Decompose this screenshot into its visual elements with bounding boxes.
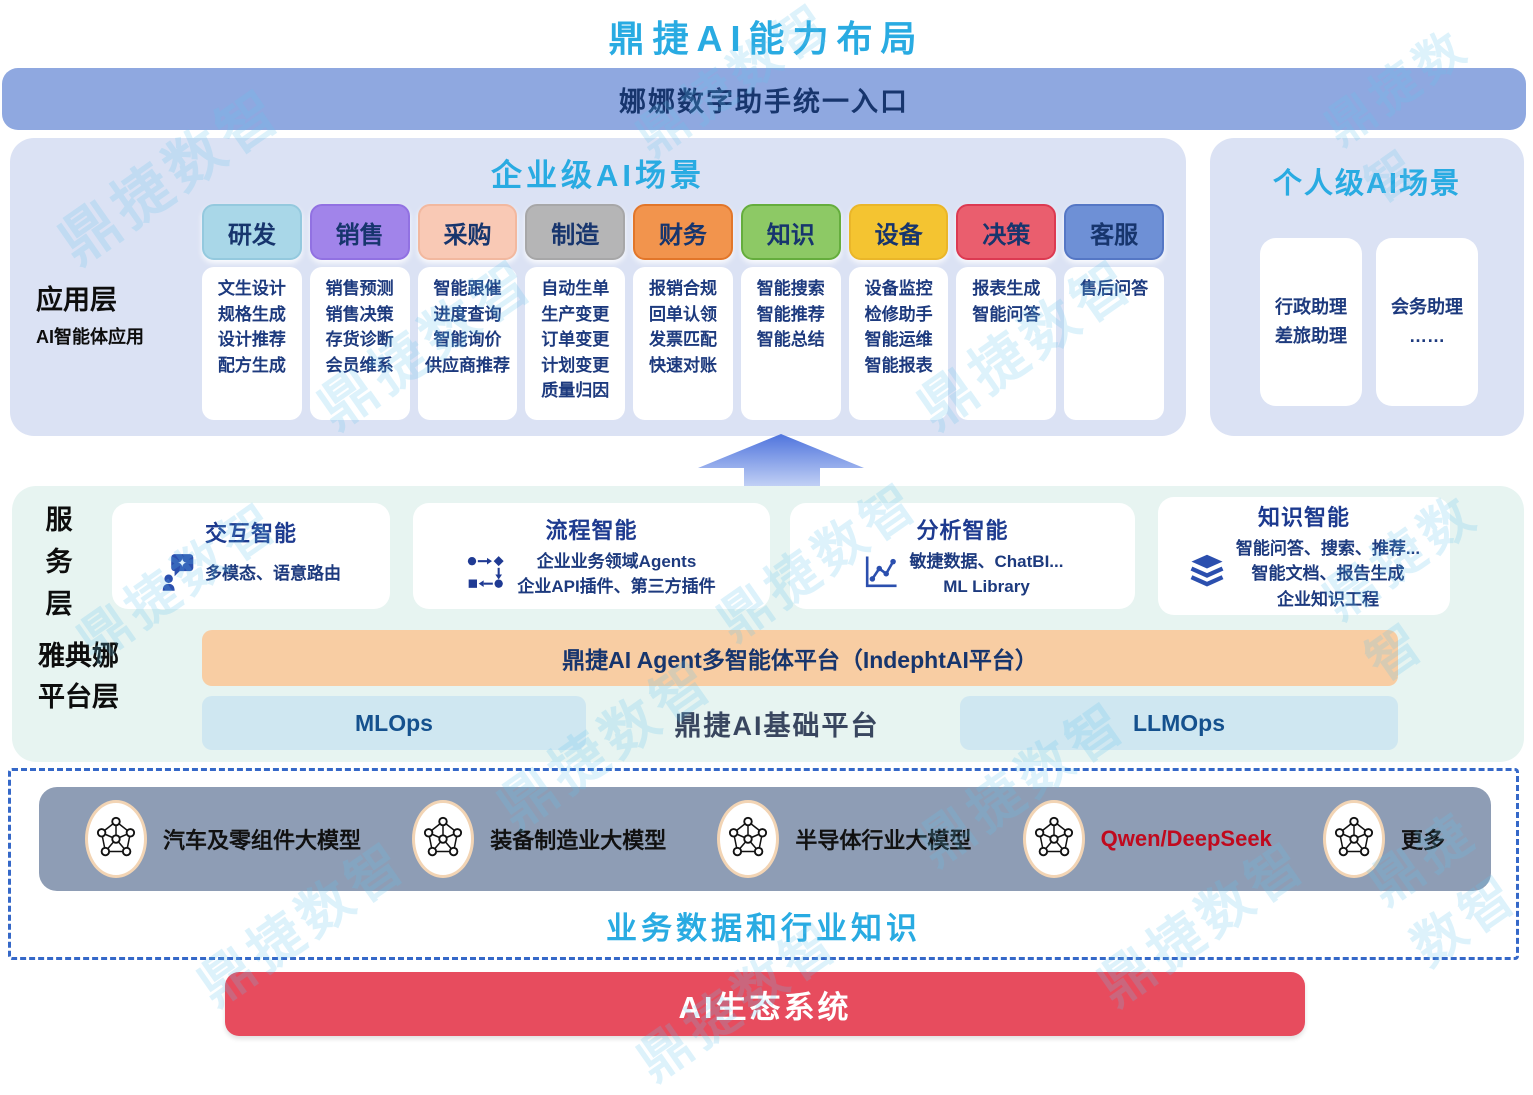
column-header-equipment: 设备 <box>848 204 949 260</box>
column-body-sales: 销售预测 销售决策 存货诊断 会员维系 <box>309 267 410 420</box>
scenario-column-finance: 财务 报销合规 回单认领 发票匹配 快速对账 <box>633 204 733 420</box>
analytics-title: 分析智能 <box>916 517 1009 543</box>
column-header-manufacturing: 制造 <box>525 204 626 260</box>
llmops-label: LLMOps <box>1133 709 1225 736</box>
model-item-equipment: 装备制造业大模型 <box>412 800 666 878</box>
service-card-process: 流程智能 企业业务领域Agents 企业API插件、第三方插件 <box>413 503 770 609</box>
athena-platform-layer-label: 雅典娜 平台层 <box>38 641 119 712</box>
personal-card-admin-travel: 行政助理 差旅助理 <box>1260 238 1362 406</box>
application-layer-label: 应用层 AI智能体应用 <box>36 278 196 349</box>
ai-ecosystem-bar: AI生态系统 <box>225 972 1305 1036</box>
scenario-column-customer-service: 客服 售后问答 <box>1064 204 1165 420</box>
scenario-columns: 研发 文生设计 规格生成 设计推荐 配方生成 销售 销售预测 销售决策 存货诊断… <box>202 204 1165 420</box>
ai-base-platform-label: 鼎捷AI基础平台 <box>674 710 880 741</box>
scenario-column-procurement: 采购 智能跟催 进度查询 智能询价 供应商推荐 <box>417 204 518 420</box>
model-bar: 汽车及零组件大模型 装备制造业大模 <box>39 787 1491 891</box>
scenario-column-sales: 销售 销售预测 销售决策 存货诊断 会员维系 <box>309 204 410 420</box>
scenario-column-manufacturing: 制造 自动生单 生产变更 订单变更 计划变更 质量归因 <box>525 204 626 420</box>
neural-network-icon <box>85 800 147 878</box>
scenario-column-decision: 决策 报表生成 智能问答 <box>956 204 1057 420</box>
application-layer-title: 应用层 <box>36 285 117 315</box>
column-body-decision: 报表生成 智能问答 <box>956 267 1057 420</box>
neural-network-icon <box>412 800 475 878</box>
nana-entry-label: 娜娜数字助手统一入口 <box>619 86 909 117</box>
personal-scenarios-panel: 个人级AI场景 行政助理 差旅助理 会务助理 …… <box>1210 138 1524 436</box>
enterprise-scenarios-panel: 企业级AI场景 应用层 AI智能体应用 研发 文生设计 规格生成 设计推荐 配方… <box>10 138 1186 436</box>
column-header-procurement: 采购 <box>417 204 518 260</box>
column-header-customer-service: 客服 <box>1064 204 1165 260</box>
ai-ecosystem-label: AI生态系统 <box>678 989 852 1025</box>
line-chart-icon <box>862 553 900 596</box>
up-arrow <box>688 434 870 505</box>
process-body: 企业业务领域Agents 企业API插件、第三方插件 <box>517 551 716 597</box>
column-body-manufacturing: 自动生单 生产变更 订单变更 计划变更 质量归因 <box>525 267 626 420</box>
personal-card-meeting: 会务助理 …… <box>1376 238 1478 406</box>
neural-network-icon <box>1022 800 1085 878</box>
column-body-rnd: 文生设计 规格生成 设计推荐 配方生成 <box>202 267 302 420</box>
service-layer-label: 服 务 层 <box>45 505 73 619</box>
interaction-body: 多模态、语意路由 <box>205 564 341 584</box>
mlops-bar: MLOps <box>202 696 586 750</box>
interaction-title: 交互智能 <box>204 520 297 546</box>
column-header-finance: 财务 <box>633 204 733 260</box>
nana-entry-bar: 娜娜数字助手统一入口 <box>2 68 1526 130</box>
personal-scenarios-title: 个人级AI场景 <box>1272 168 1461 200</box>
analytics-body: 敏捷数据、ChatBI... ML Library <box>909 551 1064 597</box>
books-stack-icon <box>1188 553 1226 596</box>
knowledge-body: 智能问答、搜索、推荐... 智能文档、报告生成 企业知识工程 <box>1235 538 1421 609</box>
model-item-qwen-deepseek: Qwen/DeepSeek <box>1022 800 1272 878</box>
chat-person-icon: ✦ <box>161 552 195 597</box>
service-card-knowledge: 知识智能 智能问答、搜索、推荐... 智能文档、报告生成 企业知识工程 <box>1158 497 1450 615</box>
knowledge-title: 知识智能 <box>1257 504 1350 530</box>
model-item-more: 更多 <box>1322 800 1445 878</box>
model-label: Qwen/DeepSeek <box>1100 826 1272 851</box>
page-title: 鼎捷AI能力布局 <box>608 18 925 59</box>
svg-text:✦: ✦ <box>177 555 187 569</box>
column-header-sales: 销售 <box>309 204 410 260</box>
application-layer-subtitle: AI智能体应用 <box>36 327 144 347</box>
service-card-analytics: 分析智能 敏捷数据、ChatBI... ML Library <box>790 503 1135 609</box>
column-body-knowledge: 智能搜索 智能推荐 智能总结 <box>740 267 841 420</box>
neural-network-icon <box>1322 800 1385 878</box>
scenario-column-knowledge: 知识 智能搜索 智能推荐 智能总结 <box>740 204 841 420</box>
column-header-decision: 决策 <box>956 204 1057 260</box>
llmops-bar: LLMOps <box>960 696 1398 750</box>
service-card-interaction: 交互智能 ✦ 多模态、语意路由 <box>112 503 390 609</box>
agent-platform-label: 鼎捷AI Agent多智能体平台（IndephtAI平台） <box>562 647 1038 673</box>
model-label: 半导体行业大模型 <box>795 828 972 853</box>
model-label: 更多 <box>1400 828 1445 853</box>
column-body-customer-service: 售后问答 <box>1064 267 1165 420</box>
model-item-semiconductor: 半导体行业大模型 <box>717 800 971 878</box>
neural-network-icon <box>717 800 780 878</box>
business-data-panel: 汽车及零组件大模型 装备制造业大模 <box>8 768 1519 960</box>
column-body-finance: 报销合规 回单认领 发票匹配 快速对账 <box>633 267 733 420</box>
scenario-column-equipment: 设备 设备监控 检修助手 智能运维 智能报表 <box>848 204 949 420</box>
business-data-title: 业务数据和行业知识 <box>606 911 921 946</box>
mlops-label: MLOps <box>355 709 433 736</box>
column-header-knowledge: 知识 <box>740 204 841 260</box>
scenario-column-rnd: 研发 文生设计 规格生成 设计推荐 配方生成 <box>202 204 302 420</box>
model-label: 汽车及零组件大模型 <box>163 828 362 853</box>
workflow-icon <box>467 554 507 595</box>
service-platform-panel: 服 务 层 交互智能 ✦ 多模态、语意路由 流程智能 <box>12 486 1524 762</box>
enterprise-scenarios-title: 企业级AI场景 <box>491 158 705 193</box>
model-item-automotive: 汽车及零组件大模型 <box>85 800 361 878</box>
column-body-procurement: 智能跟催 进度查询 智能询价 供应商推荐 <box>417 267 518 420</box>
agent-platform-bar: 鼎捷AI Agent多智能体平台（IndephtAI平台） <box>202 630 1398 686</box>
column-body-equipment: 设备监控 检修助手 智能运维 智能报表 <box>848 267 949 420</box>
model-label: 装备制造业大模型 <box>490 828 667 853</box>
process-title: 流程智能 <box>545 517 638 543</box>
column-header-rnd: 研发 <box>202 204 302 260</box>
